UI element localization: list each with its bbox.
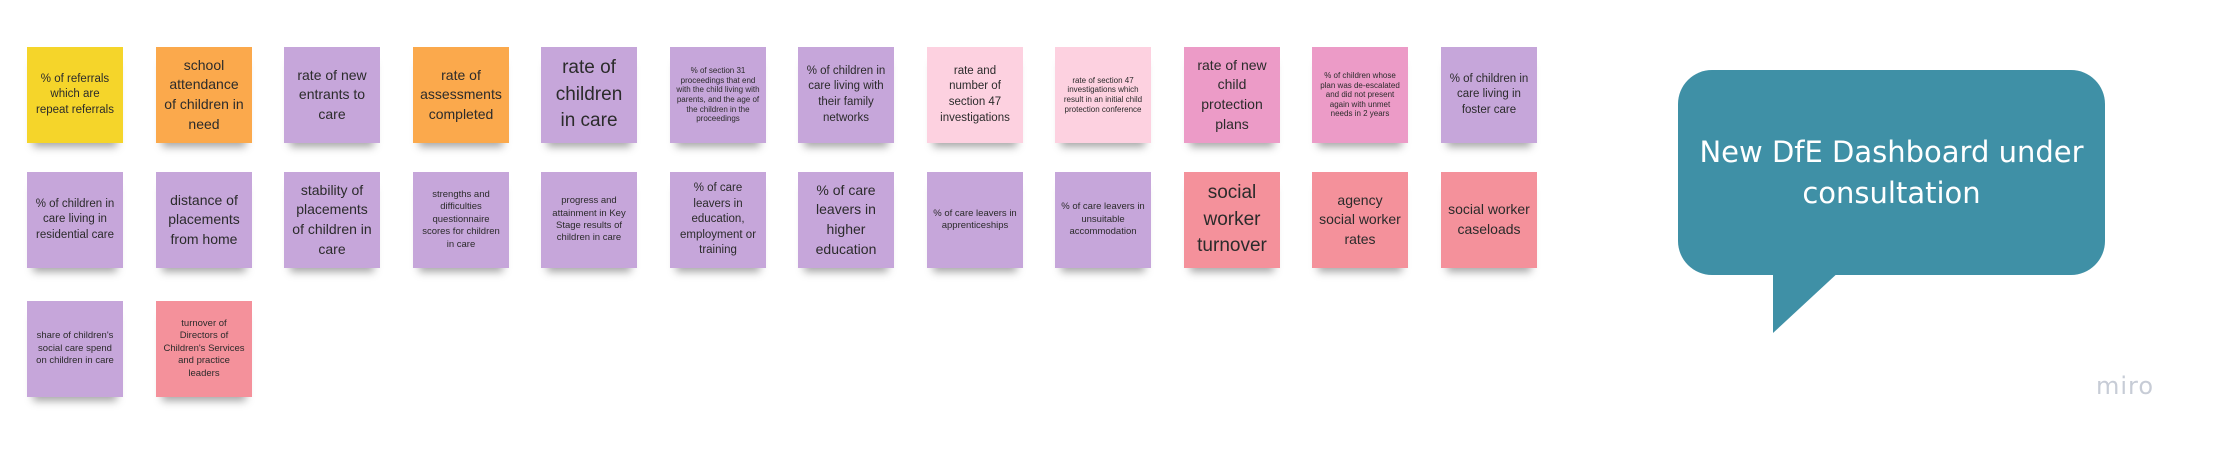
sticky-note-text: strengths and difficulties questionnaire… [422,189,500,250]
sticky-note[interactable]: rate of section 47 investigations which … [1055,47,1151,143]
sticky-note[interactable]: rate of new child protection plans [1184,47,1280,143]
sticky-note-text: % of care leavers in higher education [815,181,877,257]
sticky-note[interactable]: % of children in care living in resident… [27,172,123,268]
sticky-note-text: rate of new child protection plans [1197,56,1267,132]
sticky-note-text: share of children's social care spend on… [36,330,114,367]
sticky-note-text: rate and number of section 47 investigat… [940,64,1010,124]
sticky-note[interactable]: school attendance of children in need [156,47,252,143]
sticky-note[interactable]: % of children in care living with their … [798,47,894,143]
callout-text: New DfE Dashboard under consultation [1699,134,2084,210]
sticky-note[interactable]: % of children in care living in foster c… [1441,47,1537,143]
sticky-note-text: social worker caseloads [1448,201,1530,237]
sticky-note-text: school attendance of children in need [164,56,244,132]
sticky-note[interactable]: social worker turnover [1184,172,1280,268]
sticky-note-text: rate of new entrants to care [297,66,367,122]
sticky-note-text: % of children in care living with their … [806,64,886,124]
sticky-note[interactable]: % of care leavers in apprenticeships [927,172,1023,268]
sticky-note-text: % of care leavers in unsuitable accommod… [1061,201,1145,238]
sticky-note[interactable]: % of care leavers in education, employme… [670,172,766,268]
sticky-note[interactable]: % of section 31 proceedings that end wit… [670,47,766,143]
sticky-note[interactable]: rate of children in care [541,47,637,143]
sticky-note-text: stability of placements of children in c… [292,181,372,257]
sticky-note-text: rate of children in care [555,57,623,132]
sticky-note-text: rate of section 47 investigations which … [1063,75,1143,114]
sticky-note-text: distance of placements from home [168,191,240,247]
miro-logo: miro [2096,372,2155,400]
speech-bubble-callout[interactable]: New DfE Dashboard under consultation [1678,70,2105,333]
sticky-note[interactable]: rate and number of section 47 investigat… [927,47,1023,143]
sticky-note-text: agency social worker rates [1319,191,1401,247]
sticky-note-text: % of care leavers in apprenticeships [933,207,1017,231]
sticky-note[interactable]: distance of placements from home [156,172,252,268]
sticky-note-text: % of care leavers in education, employme… [679,182,757,257]
speech-bubble-shape [1678,70,2105,333]
sticky-note[interactable]: rate of new entrants to care [284,47,380,143]
sticky-note-text: progress and attainment in Key Stage res… [552,195,626,244]
sticky-note[interactable]: agency social worker rates [1312,172,1408,268]
sticky-note[interactable]: % of children whose plan was de-escalate… [1312,47,1408,143]
sticky-note[interactable]: progress and attainment in Key Stage res… [541,172,637,268]
sticky-note-text: rate of assessments completed [420,66,502,122]
sticky-note[interactable]: % of referrals which are repeat referral… [27,47,123,143]
sticky-note-text: % of children whose plan was de-escalate… [1320,71,1400,119]
sticky-note[interactable]: social worker caseloads [1441,172,1537,268]
sticky-note[interactable]: turnover of Directors of Children's Serv… [156,301,252,397]
sticky-note[interactable]: strengths and difficulties questionnaire… [413,172,509,268]
sticky-note[interactable]: share of children's social care spend on… [27,301,123,397]
sticky-note[interactable]: stability of placements of children in c… [284,172,380,268]
sticky-note-text: % of children in care living in foster c… [1449,72,1529,116]
sticky-note-text: social worker turnover [1197,182,1267,257]
sticky-note[interactable]: % of care leavers in unsuitable accommod… [1055,172,1151,268]
sticky-note[interactable]: rate of assessments completed [413,47,509,143]
sticky-note-text: turnover of Directors of Children's Serv… [163,318,245,379]
sticky-note-text: % of section 31 proceedings that end wit… [676,66,760,124]
sticky-note-text: % of children in care living in resident… [35,197,115,241]
sticky-note-text: % of referrals which are repeat referral… [36,72,114,116]
sticky-note[interactable]: % of care leavers in higher education [798,172,894,268]
